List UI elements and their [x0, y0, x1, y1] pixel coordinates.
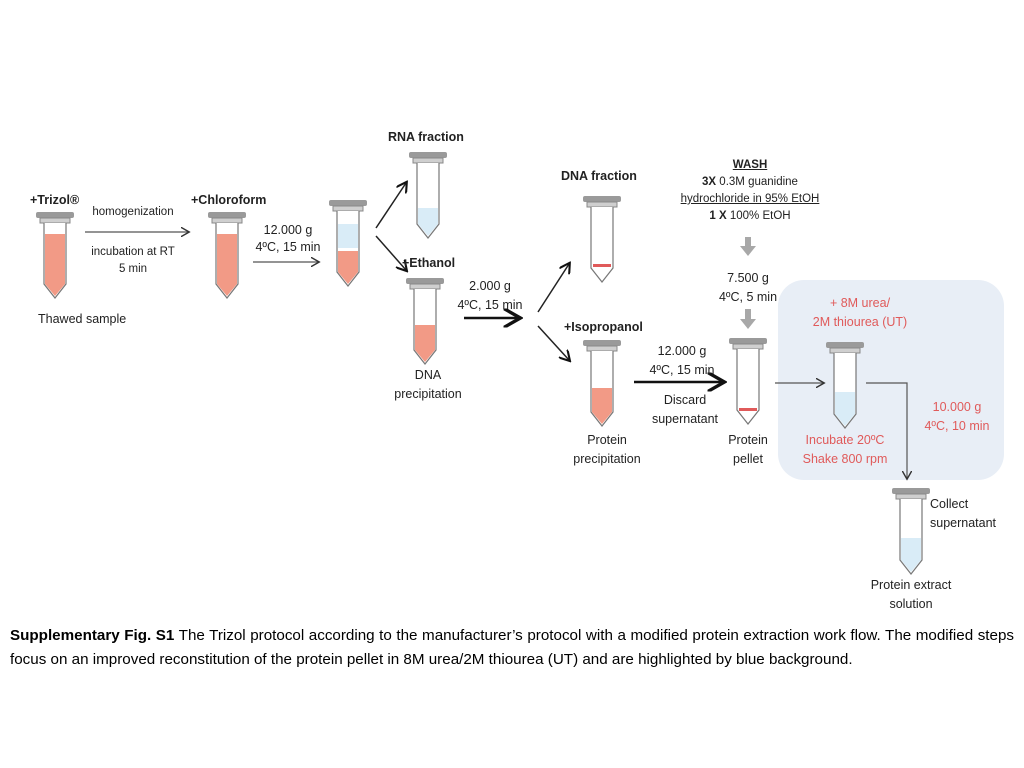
label-wash-line1: 3X 0.3M guanidine: [660, 175, 840, 189]
label-spin2-speed: 2.000 g: [469, 279, 511, 293]
label-spin5-conditions: 4ºC, 10 min: [924, 419, 990, 433]
tube-protein-precipitation: [583, 340, 621, 427]
label-spin5-speed: 10.000 g: [932, 400, 982, 414]
label-isopropanol: +Isopropanol: [564, 320, 643, 334]
label-protein-precip-2: precipitation: [573, 452, 641, 466]
wash-line1-rest: 0.3M guanidine: [716, 176, 798, 188]
highlight-background: [778, 280, 1004, 480]
wash-line1-bold: 3X: [702, 176, 717, 188]
label-incubate-1: Incubate 20ºC: [805, 433, 885, 447]
label-ethanol: +Ethanol: [402, 256, 456, 270]
label-dna-fraction: DNA fraction: [561, 169, 637, 183]
arrow-to-rna: [375, 183, 406, 229]
label-wash-line3: 1 X 100% EtOH: [660, 209, 840, 223]
tube-protein-pellet: [729, 338, 767, 425]
protocol-diagram: [36, 152, 1004, 575]
tube-chloroform: [208, 212, 246, 299]
label-incubate-2: Shake 800 rpm: [802, 452, 888, 466]
label-urea-2: 2M thiourea (UT): [812, 315, 908, 329]
tube-thawed-sample: [36, 212, 74, 299]
label-wash-line2: hydrochloride in 95% EtOH: [680, 193, 820, 205]
label-discard-1: Discard: [663, 393, 707, 407]
caption-label: Supplementary Fig. S1: [10, 627, 175, 644]
wash-line3-bold: 1 X: [709, 210, 727, 222]
label-wash-title: WASH: [732, 159, 768, 171]
label-extract-2: solution: [889, 597, 933, 611]
label-rna-fraction: RNA fraction: [388, 130, 464, 144]
label-spin3-speed: 12.000 g: [657, 344, 707, 358]
tube-ut-resuspension: [826, 342, 864, 429]
label-spin3-conditions: 4ºC, 15 min: [649, 363, 715, 377]
arrow-wash-down: [740, 237, 756, 256]
wash-line3-rest: 100% EtOH: [726, 210, 791, 222]
arrow-spin5: [866, 382, 907, 478]
arrow-to-ethanol: [375, 235, 406, 270]
label-spin1-conditions: 4ºC, 15 min: [255, 240, 321, 254]
label-five-min: 5 min: [118, 263, 148, 275]
tube-phase-separation: [329, 200, 367, 287]
label-spin1-speed: 12.000 g: [263, 223, 313, 237]
label-spin2-conditions: 4ºC, 15 min: [457, 298, 523, 312]
label-collect-1: Collect: [930, 497, 969, 511]
arrow-to-isopropanol: [537, 325, 569, 360]
label-trizol: +Trizol®: [30, 193, 80, 207]
label-homogenization: homogenization: [92, 206, 174, 218]
label-urea-1: + 8M urea/: [829, 296, 891, 310]
label-protein-precip-1: Protein: [587, 433, 627, 447]
caption-text: The Trizol protocol according to the man…: [10, 627, 1015, 668]
tube-dna-precipitation: [406, 278, 444, 365]
label-spin4-speed: 7.500 g: [727, 271, 769, 285]
arrow-spin4-down: [740, 309, 756, 329]
label-incubation-rt: incubation at RT: [91, 246, 175, 258]
label-thawed-sample: Thawed sample: [38, 312, 127, 326]
label-extract-1: Protein extract: [870, 578, 952, 592]
label-chloroform: +Chloroform: [191, 193, 267, 207]
label-dna-precip-1: DNA: [414, 368, 442, 382]
label-protein-pellet-2: pellet: [733, 452, 763, 466]
tube-protein-extract: [892, 488, 930, 575]
tube-rna-fraction: [409, 152, 447, 239]
label-spin4-conditions: 4ºC, 5 min: [718, 290, 778, 304]
label-protein-pellet-1: Protein: [728, 433, 768, 447]
label-dna-precip-2: precipitation: [394, 387, 462, 401]
tube-dna-fraction: [583, 196, 621, 283]
label-discard-2: supernatant: [651, 412, 719, 426]
figure-caption: Supplementary Fig. S1 The Trizol protoco…: [10, 624, 1014, 672]
arrow-to-dna-fraction: [537, 264, 569, 313]
label-collect-2: supernatant: [930, 516, 997, 530]
